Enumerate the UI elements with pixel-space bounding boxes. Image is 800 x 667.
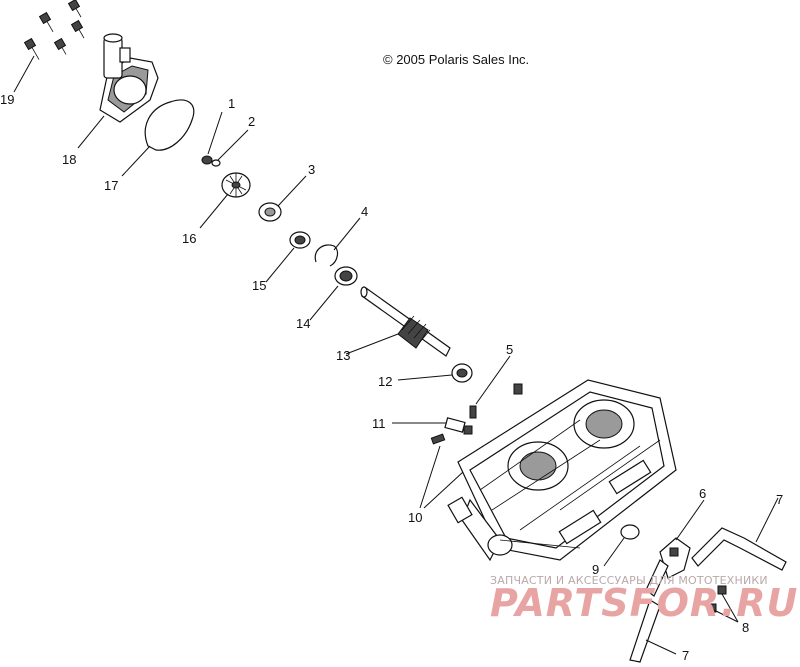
callout-16: 16 [182,231,196,246]
nut [201,155,213,165]
callout-13: 13 [336,348,350,363]
callout-7-upper: 7 [776,492,783,507]
leader-3 [277,175,307,207]
snap-ring [314,244,339,267]
watermark-brand: PARTSFOR.RU [490,581,798,625]
callout-6: 6 [699,486,706,501]
hose [629,599,661,663]
callout-4: 4 [361,204,368,219]
watermark-subtitle: ЗАПЧАСТИ И АКСЕССУАРЫ ДЛЯ МОТОТЕХНИКИ [490,574,768,587]
impeller [221,172,251,198]
leader-14 [309,285,339,321]
bolt-icon [23,0,85,60]
callout-7-lower: 7 [682,648,689,663]
leader-16 [199,193,229,229]
callout-3: 3 [308,162,315,177]
o-ring [620,524,640,540]
callout-17: 17 [104,178,118,193]
callout-8: 8 [742,620,749,635]
callout-9: 9 [592,562,599,577]
bearing [334,266,358,286]
gasket-ring [144,99,195,151]
leader-15 [265,247,295,283]
pump-shaft [360,286,451,357]
fitting [430,383,523,445]
callout-10: 10 [408,510,422,525]
leader-18 [77,115,105,149]
callout-5: 5 [506,342,513,357]
leader-7b [645,639,677,655]
water-fitting [645,537,691,597]
callout-12: 12 [378,374,392,389]
callout-1: 1 [228,96,235,111]
screw [707,585,727,613]
leader-10a [419,445,441,509]
temperature-sensor [444,417,473,435]
leader-9 [603,537,625,567]
bearing [289,231,311,249]
leader-8b [713,609,739,623]
leader-13 [345,333,399,355]
leader-5 [475,355,511,405]
leader-6 [675,499,705,541]
callout-14: 14 [296,316,310,331]
shaft-seal [451,363,473,383]
callout-18: 18 [62,152,76,167]
leader-17 [121,145,151,177]
leader-12 [397,374,453,381]
callout-19: 19 [0,92,14,107]
water-pump-housing [99,33,159,123]
washer [211,159,221,167]
leader-8a [721,593,739,623]
leader-1 [207,111,223,155]
hose [691,527,787,571]
callout-11: 11 [372,416,386,431]
callout-15: 15 [252,278,266,293]
crankcase [447,379,677,562]
seal [258,202,282,222]
leader-2 [217,129,249,161]
leader-19 [13,55,35,93]
pin [469,405,477,419]
copyright-text: © 2005 Polaris Sales Inc. [383,52,529,67]
callout-2: 2 [248,114,255,129]
leader-4 [333,217,361,251]
leader-7a [755,497,779,543]
